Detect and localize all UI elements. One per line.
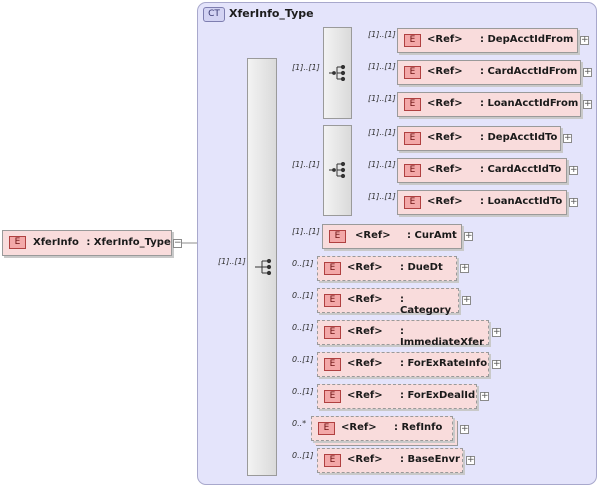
expand-toggle[interactable]: + [583,67,592,77]
element-badge: E [324,390,341,403]
element-ref: <Ref> [427,66,463,77]
element-ref: <Ref> [347,454,383,465]
element-occurrence: 0..[1] [292,451,314,460]
element-name: : Category [400,294,452,316]
element-loan-acct-id-to[interactable]: E <Ref> : LoanAcctIdTo [397,190,567,215]
element-occurrence: 0..[1] [292,323,314,332]
element-occurrence: [1]..[1] [368,160,396,169]
element-ref: <Ref> [427,98,463,109]
choice-icon [329,162,346,178]
element-occurrence: [1]..[1] [368,30,396,39]
element-occurrence: [1]..[1] [368,192,396,201]
expand-toggle[interactable]: + [563,133,572,143]
expand-toggle[interactable]: + [460,424,469,434]
choice-occurrence: [1]..[1] [292,63,320,72]
element-occurrence: 0..[1] [292,291,314,300]
element-name: : LoanAcctIdTo [480,196,563,207]
element-badge: E [404,132,421,145]
element-dep-acct-id-from[interactable]: E <Ref> : DepAcctIdFrom [397,28,578,53]
element-ref: <Ref> [347,358,383,369]
element-name: : CardAcctIdTo [480,164,562,175]
element-ref: <Ref> [355,230,391,241]
element-name: : LoanAcctIdFrom [480,98,579,109]
element-name: : CardAcctIdFrom [480,66,578,77]
element-badge: E [324,294,341,307]
element-ref: <Ref> [347,294,383,305]
expand-toggle[interactable]: + [462,295,471,305]
element-occurrence: 0..[1] [292,355,314,364]
sequence-icon [255,259,272,275]
root-element-name: XferInfo [33,237,79,248]
element-loan-acct-id-from[interactable]: E <Ref> : LoanAcctIdFrom [397,92,581,117]
element-occurrence: [1]..[1] [368,128,396,137]
complex-type-title: XferInfo_Type [229,7,314,20]
element-for-ex-rate-info[interactable]: E <Ref> : ForExRateInfo [317,352,489,377]
element-base-envr[interactable]: E <Ref> : BaseEnvr [317,448,463,473]
element-badge: E [404,34,421,47]
expand-toggle[interactable]: + [492,327,501,337]
element-badge: E [324,454,341,467]
expand-toggle[interactable]: + [464,231,473,241]
expand-toggle[interactable]: + [466,455,475,465]
element-due-dt[interactable]: E <Ref> : DueDt [317,256,457,281]
element-ref: <Ref> [341,422,377,433]
collapse-toggle[interactable]: − [173,238,182,248]
element-ref: <Ref> [347,326,383,337]
element-occurrence: 0..[1] [292,387,314,396]
element-badge: E [404,66,421,79]
element-dep-acct-id-to[interactable]: E <Ref> : DepAcctIdTo [397,126,561,151]
element-badge: E [9,236,26,249]
element-name: : ForExDealId [400,390,476,401]
element-badge: E [404,196,421,209]
complex-type-badge: CT [203,7,225,22]
element-ref: <Ref> [427,164,463,175]
root-element-type: : XferInfo_Type [86,237,171,248]
expand-toggle[interactable]: + [480,391,489,401]
element-name: : DueDt [400,262,443,273]
element-occurrence: [1]..[1] [292,227,320,236]
expand-toggle[interactable]: + [569,165,578,175]
choice-compositor-to[interactable] [323,125,352,216]
element-occurrence: [1]..[1] [368,94,396,103]
element-name: : DepAcctIdTo [480,132,558,143]
element-occurrence: [1]..[1] [368,62,396,71]
element-ref-info[interactable]: E <Ref> : RefInfo [311,416,453,441]
expand-toggle[interactable]: + [569,197,578,207]
element-badge: E [404,164,421,177]
element-badge: E [404,98,421,111]
element-card-acct-id-to[interactable]: E <Ref> : CardAcctIdTo [397,158,567,183]
element-ref: <Ref> [427,34,463,45]
element-ref: <Ref> [427,132,463,143]
element-badge: E [324,262,341,275]
element-badge: E [329,230,346,243]
element-for-ex-deal-id[interactable]: E <Ref> : ForExDealId [317,384,477,409]
element-badge: E [318,422,335,435]
choice-occurrence: [1]..[1] [292,160,320,169]
expand-toggle[interactable]: + [492,359,501,369]
element-category[interactable]: E <Ref> : Category [317,288,459,316]
element-occurrence: 0..* [292,419,307,428]
element-immediate-xfer[interactable]: E <Ref> : ImmediateXfer [317,320,489,348]
root-element[interactable]: E XferInfo : XferInfo_Type [2,230,172,256]
expand-toggle[interactable]: + [460,263,469,273]
element-name: : DepAcctIdFrom [480,34,574,45]
element-badge: E [324,326,341,339]
choice-icon [329,65,346,81]
element-ref: <Ref> [427,196,463,207]
element-name: : ImmediateXfer [400,326,485,348]
element-name: : BaseEnvr [400,454,460,465]
element-name: : ForExRateInfo [400,358,488,369]
expand-toggle[interactable]: + [583,99,592,109]
element-card-acct-id-from[interactable]: E <Ref> : CardAcctIdFrom [397,60,581,85]
element-occurrence: 0..[1] [292,259,314,268]
element-ref: <Ref> [347,390,383,401]
expand-toggle[interactable]: + [580,35,589,45]
element-ref: <Ref> [347,262,383,273]
element-cur-amt[interactable]: E <Ref> : CurAmt [322,224,462,249]
root-element-label: XferInfo : XferInfo_Type [33,237,171,248]
sequence-occurrence: [1]..[1] [218,257,246,266]
element-badge: E [324,358,341,371]
element-name: : CurAmt [407,230,457,241]
element-name: : RefInfo [394,422,443,433]
